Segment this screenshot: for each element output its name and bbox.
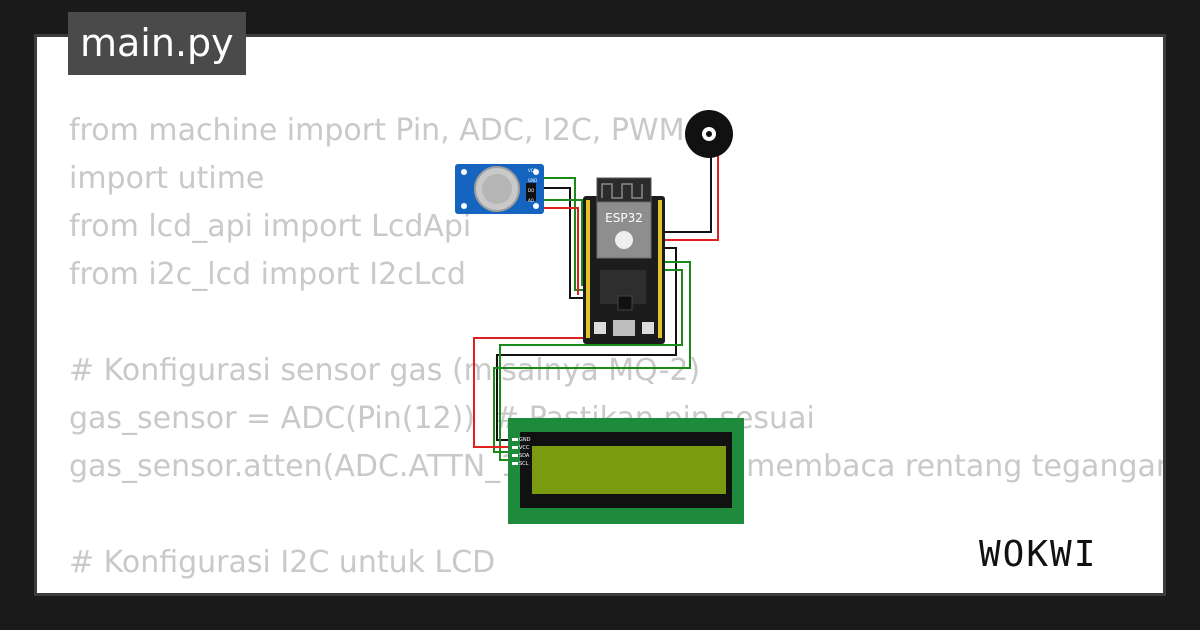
code-line: from machine import Pin, ADC, I2C, PWM: [69, 113, 685, 148]
lcd-pin-label: SCL: [519, 461, 529, 467]
lcd-display[interactable]: GND VCC SDA SCL VCC GND DO AO: [508, 168, 744, 524]
code-line: # Konfigurasi sensor gas (misalnya MQ-2): [69, 353, 701, 388]
gas-sensor-module[interactable]: [455, 164, 544, 214]
wires: [473, 150, 719, 461]
code-line: # Konfigurasi I2C untuk LCD: [69, 545, 496, 580]
sensor-pin-label: VCC: [528, 168, 537, 173]
file-tab-label: main.py: [80, 21, 234, 65]
sensor-pin-label: DO: [528, 188, 534, 193]
buzzer[interactable]: [685, 110, 733, 158]
lcd-pin-label: VCC: [519, 445, 530, 451]
code-line: from i2c_lcd import I2cLcd: [69, 257, 466, 292]
file-tab[interactable]: main.py: [68, 12, 246, 75]
sensor-pin-label: AO: [528, 198, 534, 203]
sensor-pin-label: GND: [528, 178, 537, 183]
mcu-label: ESP32: [605, 211, 643, 225]
esp32-board[interactable]: ESP32: [583, 177, 665, 344]
wokwi-wordmark: WOKWI: [979, 534, 1097, 575]
code-line: from lcd_api import LcdApi: [69, 209, 472, 244]
lcd-pin-label: GND: [519, 437, 531, 443]
code-editor[interactable]: from machine import Pin, ADC, I2C, PWM im…: [69, 107, 1163, 593]
lcd-pin-label: SDA: [519, 453, 530, 459]
wokwi-logo: WOKWI: [979, 534, 1097, 575]
code-line: import utime: [69, 161, 265, 196]
